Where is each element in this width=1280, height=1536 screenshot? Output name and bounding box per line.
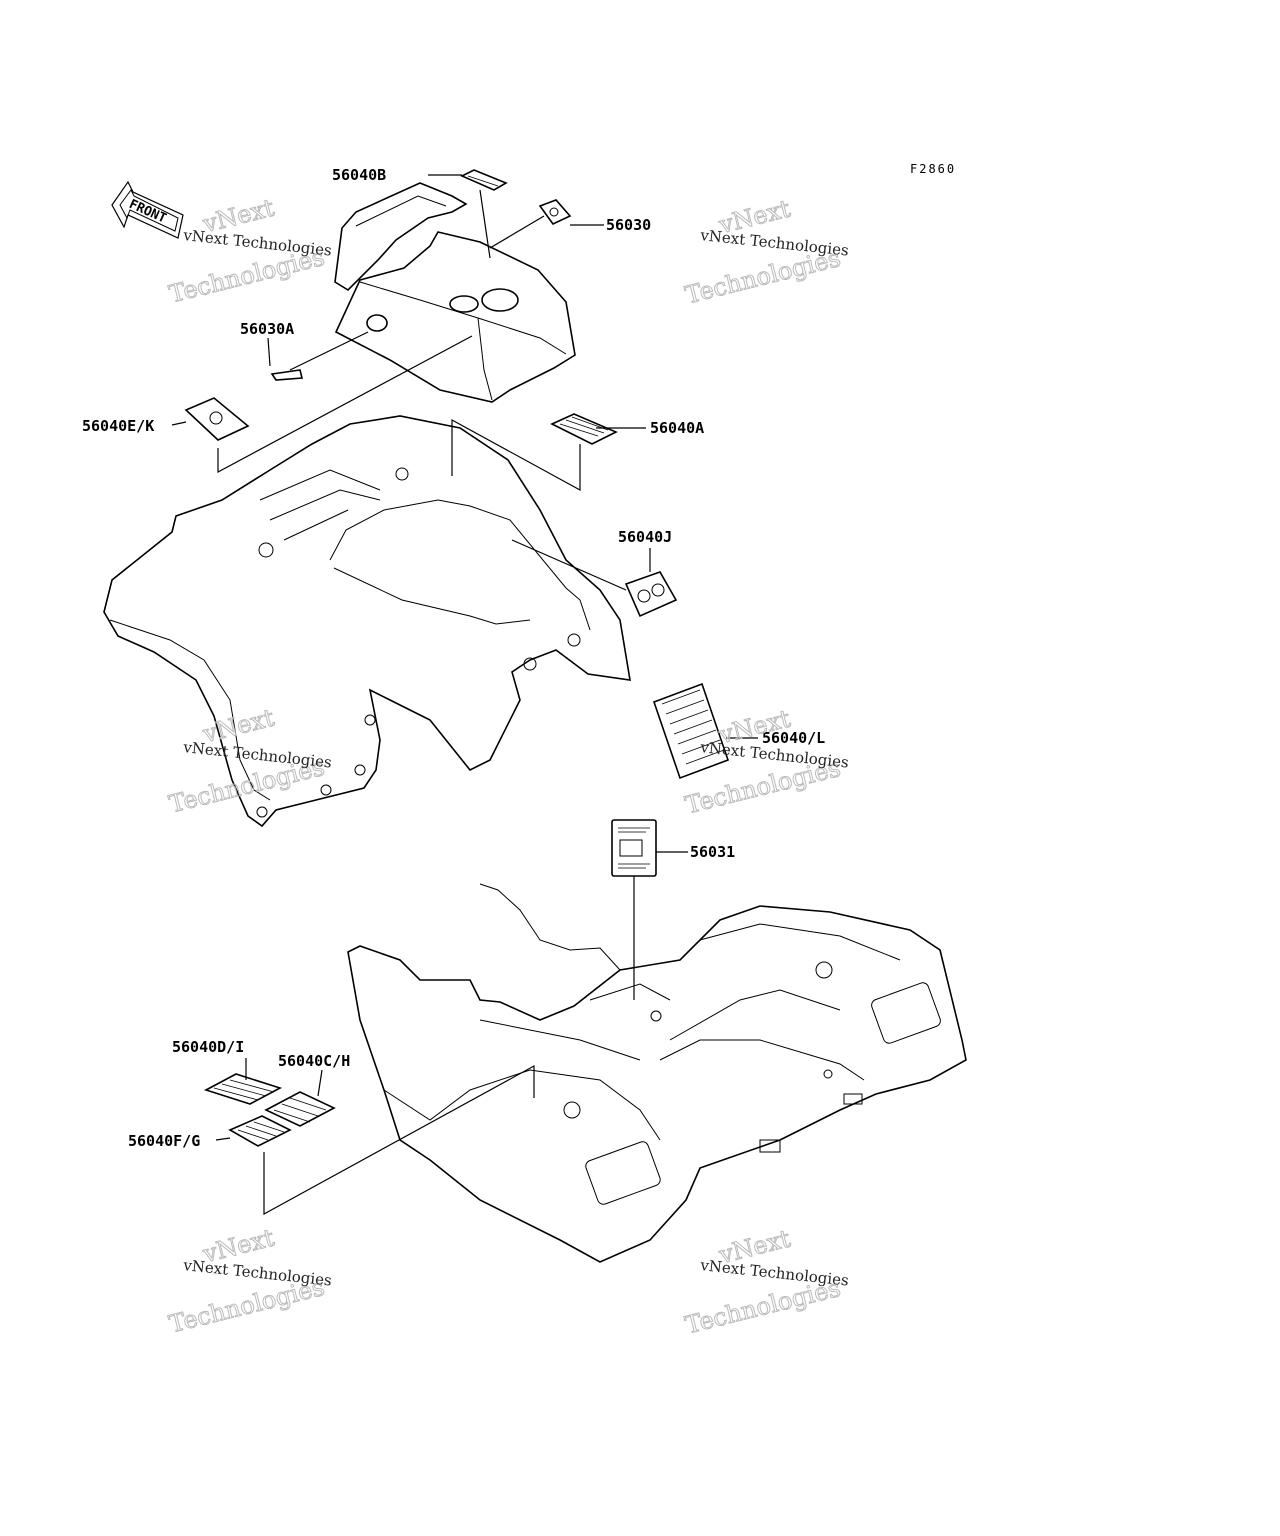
decal-56040L (652, 682, 730, 780)
label-56040DI: 56040D/I (172, 1038, 244, 1056)
label-56040FG: 56040F/G (128, 1132, 200, 1150)
front-fender-drawing (103, 415, 631, 828)
part-labels: 56040B 56030 56030A 56040E/K 56040A 5604… (82, 166, 825, 1150)
decal-56040FG (228, 1115, 292, 1147)
label-56031: 56031 (690, 843, 735, 861)
rear-fender-drawing (347, 883, 967, 1263)
label-56040EK: 56040E/K (82, 417, 154, 435)
label-56030A: 56030A (240, 320, 294, 338)
watermark-text-top-left: vNext Technologies (182, 226, 333, 260)
watermark-text-bottom-left: vNext Technologies (182, 1256, 333, 1290)
front-label: FRONT (127, 197, 169, 227)
decal-56031 (611, 819, 657, 877)
watermark-text-bottom-right: vNext Technologies (699, 1256, 850, 1290)
label-56040J: 56040J (618, 528, 672, 546)
leader-lines (171, 174, 758, 1216)
front-arrow-icon: FRONT (111, 180, 184, 239)
decal-56040CH (264, 1091, 336, 1127)
label-56030: 56030 (606, 216, 651, 234)
watermark-text-top-right: vNext Technologies (699, 226, 850, 260)
label-56040B: 56040B (332, 166, 386, 184)
label-56040CH: 56040C/H (278, 1052, 350, 1070)
label-56040A: 56040A (650, 419, 704, 437)
decal-56040A (550, 413, 618, 445)
figure-code: F2860 (910, 162, 956, 176)
top-cover-drawing (270, 169, 576, 403)
decal-56040J (624, 571, 678, 618)
label-56040L: 56040/L (762, 729, 825, 747)
decal-56040DI (203, 1073, 283, 1105)
decal-56040EK (184, 397, 250, 441)
